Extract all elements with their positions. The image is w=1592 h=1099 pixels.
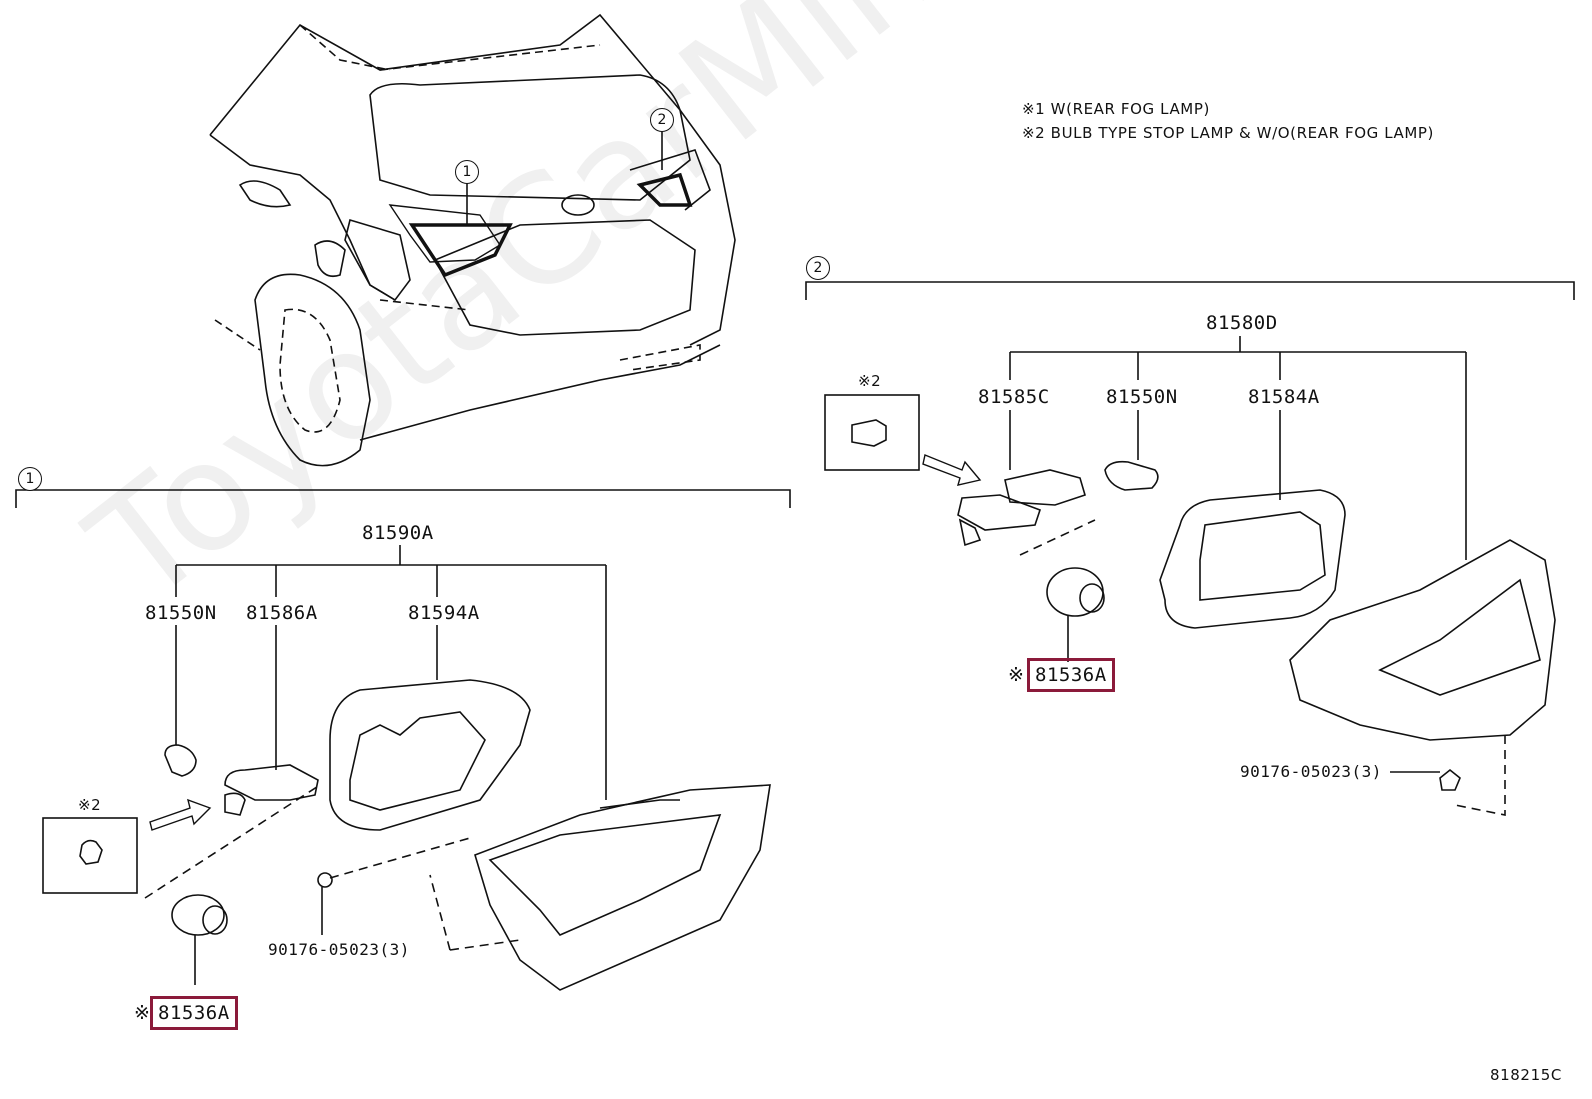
section-1-callout: 1 [18,467,42,491]
part-81594A-label[interactable]: 81594A [408,602,480,624]
part-81550N-label[interactable]: 81550N [145,602,217,624]
part-81590A-label[interactable]: 81590A [362,522,434,544]
part-81580D-label[interactable]: 81580D [1206,312,1278,334]
callout-2-car[interactable]: 2 [650,108,674,132]
section1-drawing [15,489,791,991]
section-2-callout: 2 [806,256,830,280]
section2-drawing [805,281,1575,816]
note-1: ※1 W(REAR FOG LAMP) [1022,100,1210,118]
part-81536A-label-highlighted-s2[interactable]: 81536A [1027,658,1115,692]
note-mark-81536A-section1: ※ [134,1002,151,1024]
note-mark-81536A-section2: ※ [1008,664,1025,686]
note-mark-section2: ※2 [858,372,882,390]
part-81550N-label-s2[interactable]: 81550N [1106,386,1178,408]
figure-id: 818215C [1490,1066,1562,1084]
part-81536A-label-highlighted[interactable]: 81536A [150,996,238,1030]
part-90176-05023-label-s2[interactable]: 90176-05023(3) [1240,762,1382,781]
car-illustration [209,13,736,467]
note-2: ※2 BULB TYPE STOP LAMP & W/O(REAR FOG LA… [1022,124,1434,142]
note-mark-section1: ※2 [78,796,102,814]
callout-1-car[interactable]: 1 [455,160,479,184]
part-90176-05023-label[interactable]: 90176-05023(3) [268,940,410,959]
part-81584A-label[interactable]: 81584A [1248,386,1320,408]
part-81585C-label[interactable]: 81585C [978,386,1050,408]
part-81586A-label[interactable]: 81586A [246,602,318,624]
